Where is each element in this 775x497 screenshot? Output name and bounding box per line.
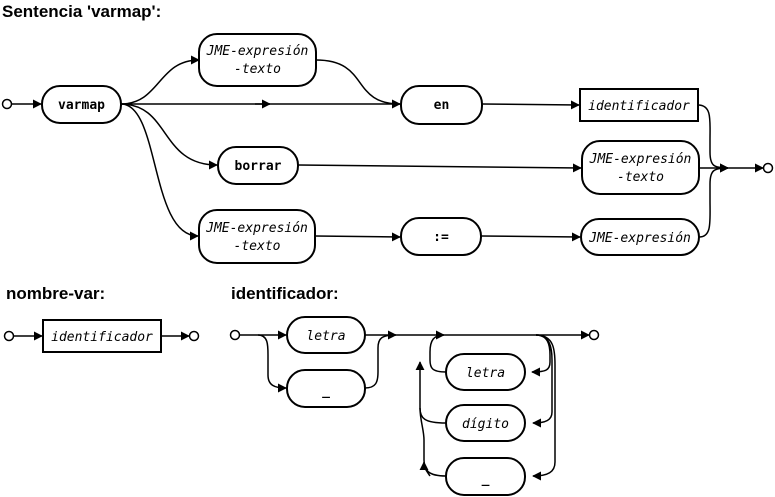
jme-texto-right-line1: JME-expresión <box>589 152 692 167</box>
jme-texto-right-line2: -texto <box>617 170 664 185</box>
varmap-label: varmap <box>58 98 105 113</box>
underscore-first-box: _ <box>286 369 366 408</box>
connector <box>120 103 218 170</box>
connector <box>429 330 447 373</box>
connector <box>481 100 580 110</box>
jme-expresion-texto-bottom-box: JME-expresión -texto <box>198 209 316 264</box>
digito-loop-label: dígito <box>462 417 509 432</box>
identificador-nonterminal-box: identificador <box>42 319 162 353</box>
connector <box>480 232 581 242</box>
identificador-nonterminal-box: identificador <box>579 88 699 122</box>
connector <box>698 163 729 238</box>
end-terminal <box>588 329 600 341</box>
assign-keyword-box: := <box>400 217 482 256</box>
assign-label: := <box>433 230 449 245</box>
jme-texto-bottom-line1: JME-expresión <box>205 221 308 236</box>
nombre-var-diagram: identificador <box>3 319 200 353</box>
identificador-heading: identificador: <box>231 284 339 303</box>
letra-loop-label: letra <box>466 366 505 381</box>
en-keyword-box: en <box>400 85 483 125</box>
connector <box>257 334 287 393</box>
jme-expresion-label: JME-expresión <box>588 231 691 246</box>
jme-expresion-box: JME-expresión <box>580 218 700 256</box>
connector <box>314 232 401 242</box>
jme-expresion-texto-top-box: JME-expresión -texto <box>198 33 317 87</box>
identificador-diagram: letra _ letra dígito _ <box>229 316 600 496</box>
identificador-label: identificador <box>588 99 690 114</box>
connector <box>532 334 553 428</box>
digito-loop-box: dígito <box>445 404 526 442</box>
connector <box>120 55 200 105</box>
connector <box>419 461 431 477</box>
borrar-label: borrar <box>235 159 282 174</box>
connector <box>297 163 582 173</box>
letra-first-box: letra <box>286 316 366 354</box>
sentencia-varmap-heading: Sentencia 'varmap': <box>2 2 161 21</box>
underscore-loop-box: _ <box>445 457 526 496</box>
connector <box>120 103 199 241</box>
connector <box>364 330 397 389</box>
jme-texto-top-line1: JME-expresión <box>206 44 309 59</box>
end-terminal <box>188 330 200 342</box>
end-terminal <box>762 162 774 174</box>
borrar-keyword-box: borrar <box>217 146 299 185</box>
underscore-loop-label: _ <box>482 472 490 487</box>
jme-texto-top-line2: -texto <box>234 62 281 77</box>
start-terminal <box>1 98 13 110</box>
start-terminal <box>229 329 241 341</box>
nombre-var-heading: nombre-var: <box>6 284 105 303</box>
identificador-label: identificador <box>51 330 153 345</box>
underscore-label: _ <box>322 384 330 399</box>
letra-label: letra <box>306 329 345 344</box>
connector <box>697 104 729 173</box>
jme-texto-bottom-line2: -texto <box>234 239 281 254</box>
start-terminal <box>3 330 15 342</box>
letra-loop-box: letra <box>445 353 526 391</box>
jme-expresion-texto-right-box: JME-expresión -texto <box>581 140 700 195</box>
connector <box>532 334 556 481</box>
connector <box>315 59 401 105</box>
varmap-keyword-box: varmap <box>41 85 122 124</box>
en-label: en <box>434 98 450 113</box>
sentencia-varmap-diagram: varmap JME-expresión -texto en identific… <box>1 33 774 264</box>
